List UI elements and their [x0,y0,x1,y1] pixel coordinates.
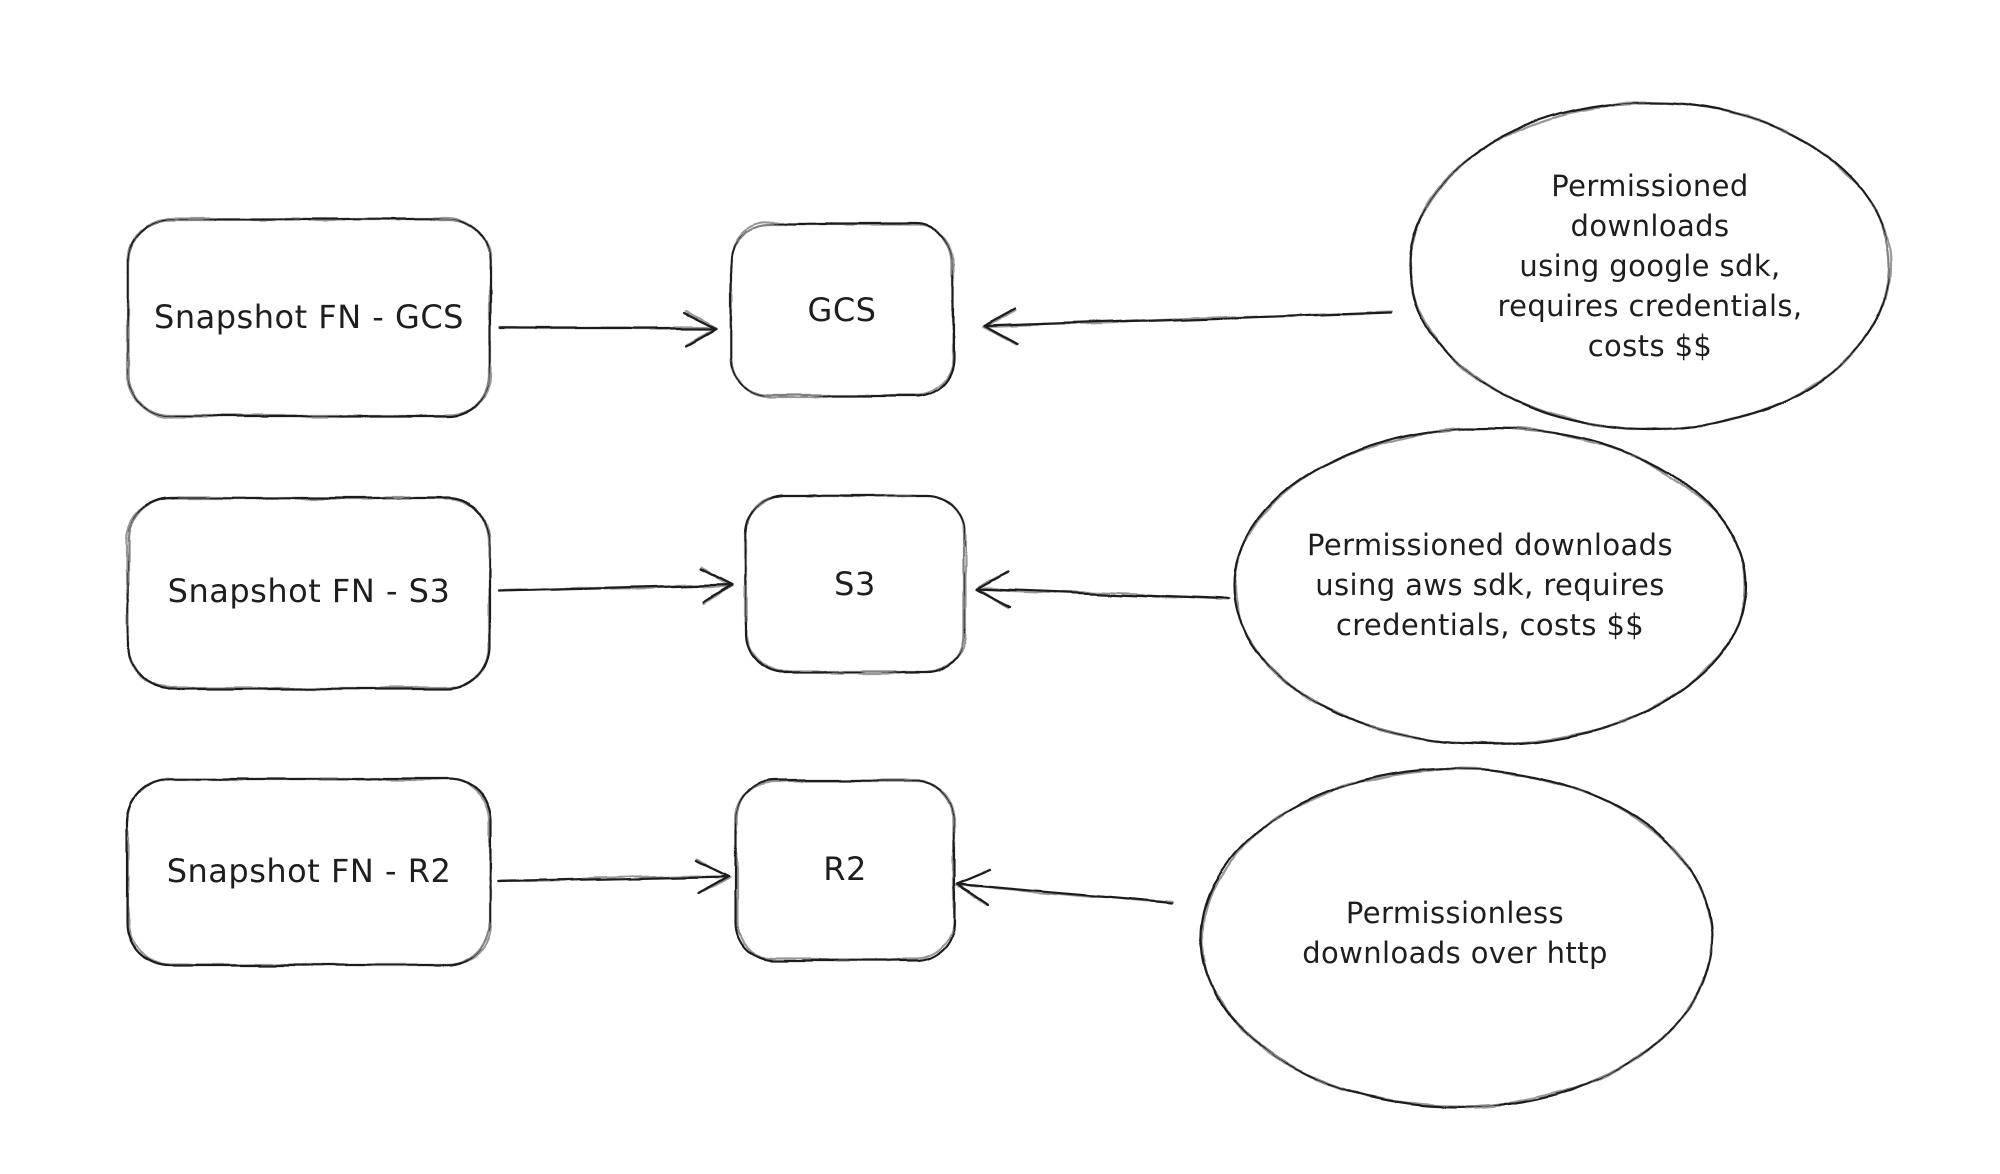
node-label-snapshot-fn-s3: Snapshot FN - S3 [167,572,451,610]
node-label-r2: R2 [823,850,867,888]
note-label-gcs: Permissioned downloads using google sdk,… [1497,169,1803,363]
node-label-snapshot-fn-gcs: Snapshot FN - GCS [154,298,464,336]
node-label-gcs: GCS [807,291,877,329]
note-label-r2: Permissionless downloads over http [1302,896,1608,970]
node-label-s3: S3 [834,565,876,603]
note-label-s3: Permissioned downloads using aws sdk, re… [1306,528,1674,642]
node-label-snapshot-fn-r2: Snapshot FN - R2 [166,852,452,890]
